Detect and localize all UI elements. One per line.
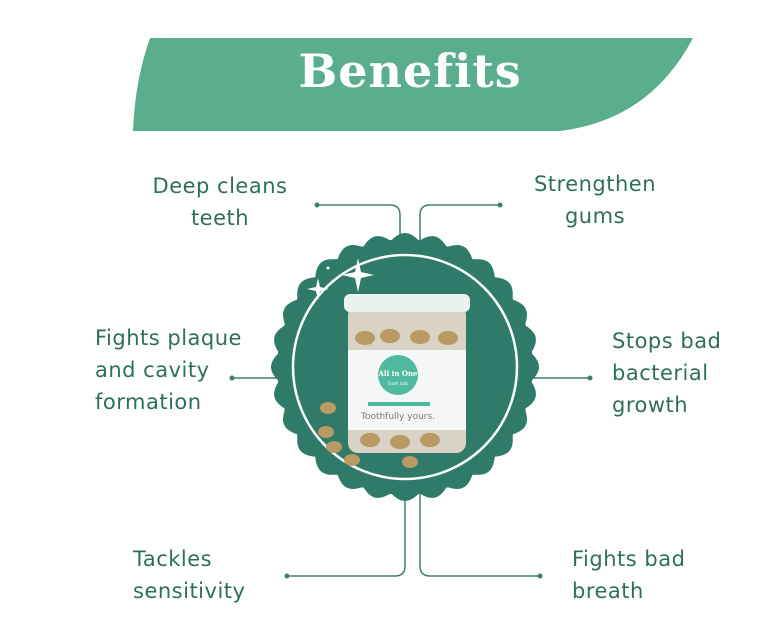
benefit-line: teeth (190, 206, 250, 230)
benefit-line: gums (564, 204, 626, 228)
benefit-deep-cleans: Deep cleans teeth (140, 170, 300, 234)
benefit-line: Deep cleans (152, 174, 288, 198)
benefit-line: Fights plaque (95, 326, 242, 350)
jar-label-title: All in One (377, 369, 418, 378)
benefit-line: bacterial (612, 361, 709, 385)
benefit-fights-plaque: Fights plaque and cavity formation (95, 322, 242, 418)
jar-label-subtitle: Tooth tabs (387, 381, 409, 386)
benefit-strengthen-gums: Strengthen gums (515, 168, 675, 232)
badge-inner-ring (291, 253, 519, 481)
product-jar (318, 294, 470, 468)
title-banner (133, 38, 693, 131)
connector-dots (229, 202, 593, 579)
sparkle-icon (307, 258, 374, 300)
jar-brand: Toothfully yours. (360, 412, 435, 422)
benefit-line: growth (612, 393, 689, 417)
benefit-tackles-sensitivity: Tackles sensitivity (133, 543, 245, 607)
benefit-line: Tackles (133, 547, 213, 571)
benefit-fights-bad-breath: Fights bad breath (572, 543, 685, 607)
benefit-line: Stops bad (612, 329, 722, 353)
benefit-line: Strengthen (533, 172, 657, 196)
benefit-line: breath (572, 579, 644, 603)
page-title: Benefits (298, 44, 522, 98)
benefit-stops-bacteria: Stops bad bacterial growth (612, 325, 721, 421)
benefit-line: and cavity (95, 358, 210, 382)
benefit-line: Fights bad (572, 547, 686, 571)
benefit-line: sensitivity (133, 579, 246, 603)
benefit-line: formation (95, 390, 202, 414)
